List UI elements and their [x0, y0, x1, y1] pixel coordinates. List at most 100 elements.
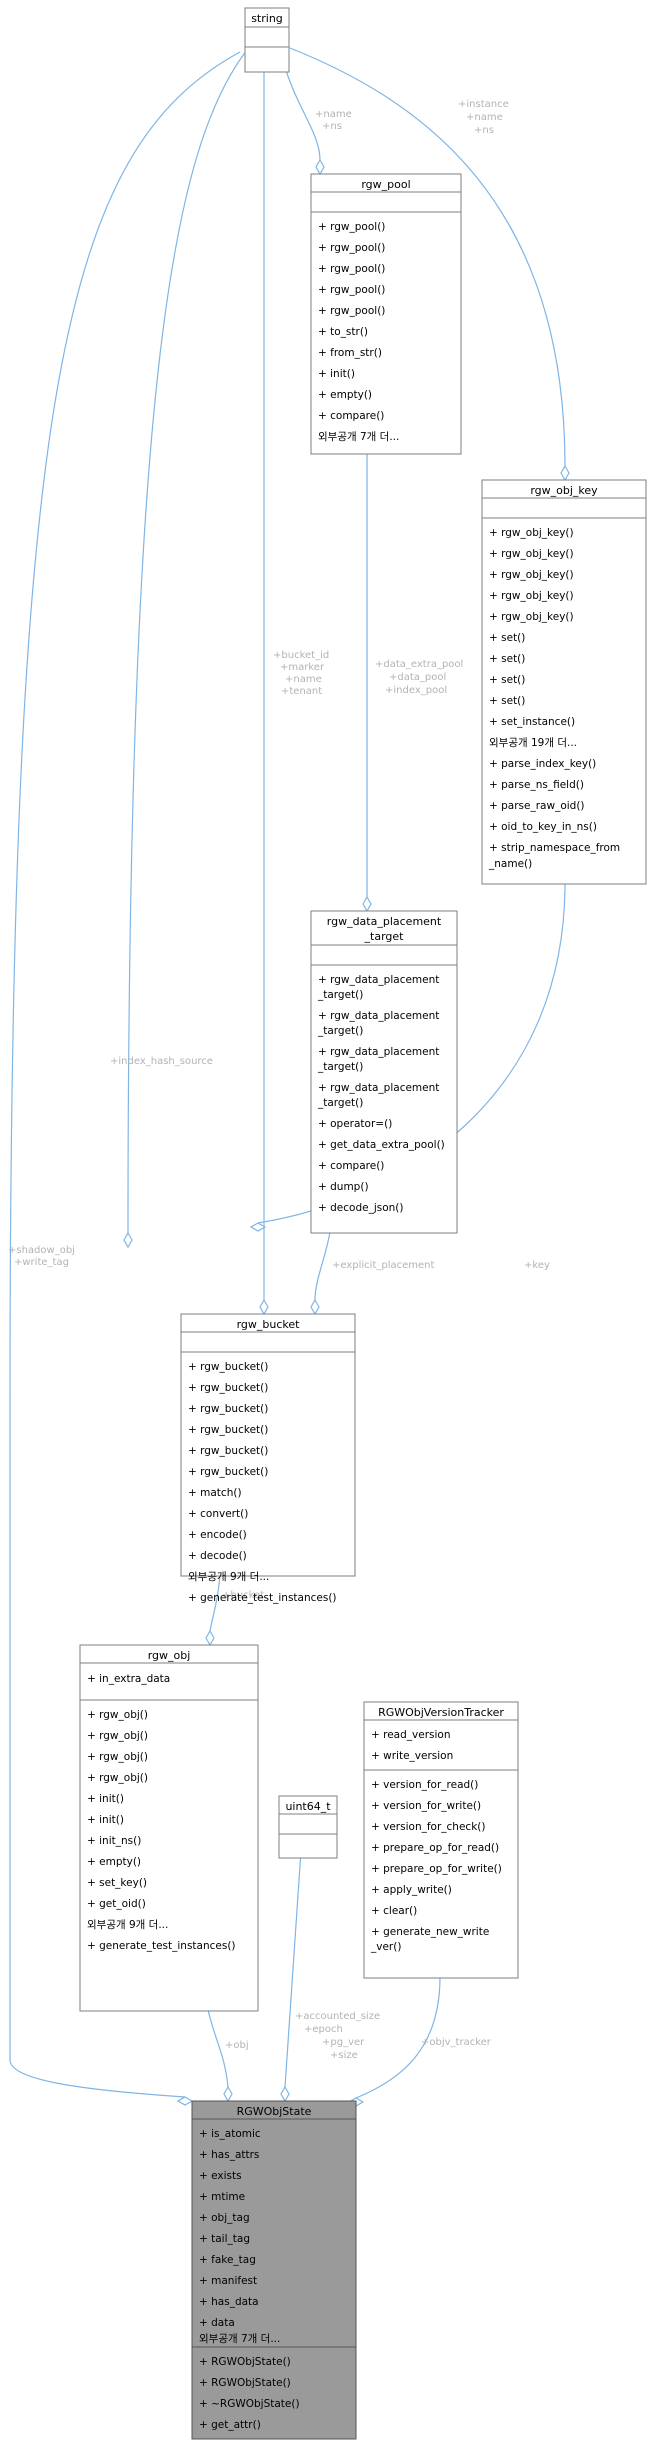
- method-item: + rgw_bucket(): [188, 1361, 268, 1373]
- class-title: rgw_obj: [148, 1649, 191, 1662]
- method-item: + version_for_check(): [371, 1821, 485, 1833]
- label-key-instance: +instance: [458, 99, 509, 110]
- method-item: + parse_ns_field(): [489, 779, 584, 791]
- method-item: + init(): [87, 1793, 124, 1805]
- method-more: 외부공개 7개 더...: [318, 431, 399, 443]
- method-item: _name(): [488, 858, 532, 870]
- method-item: + encode(): [188, 1529, 247, 1541]
- method-list: + rgw_data_placement _target() + rgw_dat…: [317, 974, 445, 1214]
- label-bucket-id: +bucket_id: [273, 650, 329, 661]
- edges: [9, 47, 566, 2099]
- method-item: + init(): [87, 1814, 124, 1826]
- attribute-list: + is_atomic + has_attrs + exists + mtime…: [199, 2128, 280, 2345]
- method-item: + empty(): [87, 1856, 141, 1868]
- method-item: + generate_test_instances(): [188, 1592, 337, 1604]
- label-index-hash-source: +index_hash_source: [110, 1056, 213, 1067]
- method-item: _target(): [317, 1061, 363, 1073]
- method-item: + get_data_extra_pool(): [318, 1139, 445, 1151]
- class-uint64-t[interactable]: uint64_t: [278, 1795, 338, 1859]
- edge-string-rgw-obj-key: [289, 47, 566, 467]
- label-write-tag: +write_tag: [14, 1257, 69, 1268]
- diamond-rgw-data-placement: [362, 895, 372, 913]
- attribute-item: + write_version: [371, 1750, 453, 1762]
- diamond-rgw-bucket-string: [259, 1298, 269, 1316]
- method-item: + rgw_data_placement: [318, 1046, 439, 1058]
- edge-uint64-state: [284, 1835, 303, 2088]
- label-obj: +obj: [225, 2040, 249, 2051]
- method-item: + dump(): [318, 1181, 369, 1193]
- label-data-extra-pool: +data_extra_pool: [375, 659, 463, 670]
- method-item: + apply_write(): [371, 1884, 452, 1896]
- method-item: + oid_to_key_in_ns(): [489, 821, 597, 833]
- label-bucket-name: +name: [285, 674, 322, 685]
- method-item: + rgw_bucket(): [188, 1424, 268, 1436]
- class-rgw-data-placement-target[interactable]: rgw_data_placement _target + rgw_data_pl…: [310, 910, 458, 1234]
- method-item: + rgw_obj_key(): [489, 548, 574, 560]
- class-string[interactable]: string: [244, 7, 290, 73]
- method-item: + get_oid(): [87, 1898, 146, 1910]
- label-pool-ns: +ns: [322, 121, 342, 132]
- method-item: + parse_index_key(): [489, 758, 596, 770]
- method-item: + set_instance(): [489, 716, 575, 728]
- label-size: +size: [330, 2050, 358, 2061]
- label-data-pool: +data_pool: [389, 672, 446, 683]
- aggregation-markers: [123, 158, 570, 2107]
- method-item: + set_key(): [87, 1877, 147, 1889]
- method-item: + set(): [489, 653, 525, 665]
- label-explicit-placement: +explicit_placement: [332, 1260, 435, 1271]
- method-item: + rgw_pool(): [318, 263, 385, 275]
- label-key: +key: [524, 1260, 550, 1271]
- class-rgw-obj-key[interactable]: rgw_obj_key + rgw_obj_key() + rgw_obj_ke…: [481, 479, 647, 885]
- method-item: + decode_json(): [318, 1202, 404, 1214]
- method-item: + rgw_pool(): [318, 242, 385, 254]
- class-title: rgw_pool: [361, 178, 410, 191]
- method-item: + rgw_bucket(): [188, 1403, 268, 1415]
- edge-tracker-state: [355, 1976, 441, 2099]
- label-accounted-size: +accounted_size: [295, 2011, 380, 2022]
- attribute-item: + data: [199, 2317, 235, 2329]
- method-item: + from_str(): [318, 347, 382, 359]
- method-list: + rgw_obj() + rgw_obj() + rgw_obj() + rg…: [87, 1709, 236, 1952]
- class-title: rgw_obj_key: [530, 484, 598, 497]
- method-item: + decode(): [188, 1550, 247, 1562]
- method-item: + compare(): [318, 1160, 384, 1172]
- method-item: + get_attr(): [199, 2419, 261, 2431]
- edge-labels: +name +ns +instance +name +ns +bucket_id…: [8, 99, 550, 2061]
- method-list: + rgw_obj_key() + rgw_obj_key() + rgw_ob…: [488, 527, 620, 870]
- diamond-state-uint: [280, 2085, 290, 2103]
- diamond-rgw-obj-string: [123, 1231, 133, 1249]
- class-rgw-pool[interactable]: rgw_pool + rgw_pool() + rgw_pool() + rgw…: [310, 173, 462, 455]
- method-item: + RGWObjState(): [199, 2356, 291, 2368]
- diamond-rgw-obj-bucket: [205, 1629, 215, 1647]
- label-key-ns: +ns: [474, 125, 494, 136]
- method-item: + empty(): [318, 389, 372, 401]
- method-item: + RGWObjState(): [199, 2377, 291, 2389]
- class-rgw-bucket[interactable]: rgw_bucket + rgw_bucket() + rgw_bucket()…: [180, 1313, 356, 1604]
- diamond-rgw-obj-key: [560, 464, 570, 482]
- class-title: string: [251, 12, 283, 25]
- diamond-rgw-obj-key-edge: [249, 1222, 267, 1232]
- method-item: + rgw_obj(): [87, 1730, 148, 1742]
- method-item: + compare(): [318, 410, 384, 422]
- label-epoch: +epoch: [304, 2024, 343, 2035]
- method-list: + RGWObjState() + RGWObjState() + ~RGWOb…: [199, 2356, 300, 2431]
- class-rgwobjstate[interactable]: RGWObjState + is_atomic + has_attrs + ex…: [191, 2100, 357, 2440]
- method-item: + version_for_read(): [371, 1779, 478, 1791]
- edge-rgw-obj-state: [207, 2009, 229, 2088]
- edge-string-rgw-obj: [127, 49, 248, 1234]
- class-rgwobjversiontracker[interactable]: RGWObjVersionTracker + read_version + wr…: [363, 1701, 519, 1979]
- label-index-pool: +index_pool: [385, 685, 447, 696]
- label-pg-ver: +pg_ver: [322, 2037, 365, 2048]
- method-item: + rgw_obj(): [87, 1709, 148, 1721]
- class-rgw-obj[interactable]: rgw_obj + in_extra_data + rgw_obj() + rg…: [79, 1644, 259, 2012]
- label-objv-tracker: +objv_tracker: [421, 2037, 492, 2048]
- label-bucket-marker: +marker: [280, 662, 325, 673]
- method-item: + rgw_obj_key(): [489, 611, 574, 623]
- method-list: + rgw_bucket() + rgw_bucket() + rgw_buck…: [188, 1361, 337, 1604]
- edge-bucket-rgw-obj: [209, 1574, 221, 1632]
- method-item: + rgw_obj(): [87, 1751, 148, 1763]
- method-item: + set(): [489, 695, 525, 707]
- attribute-item: + in_extra_data: [87, 1673, 170, 1685]
- attribute-item: + is_atomic: [199, 2128, 261, 2140]
